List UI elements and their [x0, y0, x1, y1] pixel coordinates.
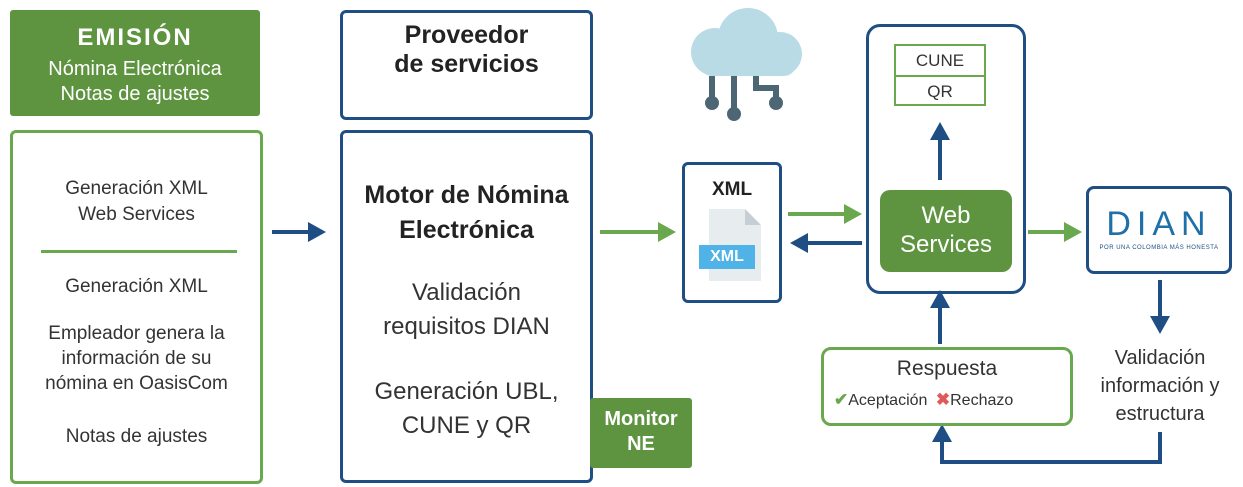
provider-box: Proveedor de servicios: [340, 10, 593, 120]
arrow-motor-to-xml: [600, 222, 676, 242]
response-title: Respuesta: [896, 357, 998, 380]
xml-file-icon: [699, 209, 761, 281]
emision-header: EMISIÓN Nómina Electrónica Notas de ajus…: [10, 10, 260, 116]
monitor-ne-badge: Monitor NE: [590, 398, 692, 468]
emision-box: Generación XML Web Services Generación X…: [10, 130, 263, 484]
provider-title-line-2: de servicios: [394, 50, 539, 78]
response-options: ✔Aceptación ✖Rechazo: [834, 390, 1064, 410]
emision-line-adjustment-notes: Notas de ajustes: [65, 426, 208, 447]
dian-logo-box: DIAN POR UNA COLOMBIA MÁS HONESTA: [1086, 186, 1232, 274]
emision-line-employer-3: nómina en OasisCom: [45, 373, 228, 394]
check-icon: ✔: [834, 390, 849, 409]
emision-line-web-services: Web Services: [78, 204, 195, 225]
monitor-line-1: Monitor: [604, 408, 678, 430]
cloud-icon: [691, 8, 802, 121]
dian-validation-line-1: Validación: [1114, 347, 1206, 369]
arrow-webservices-to-xml: [790, 233, 862, 253]
xml-box: XML XML: [682, 162, 782, 303]
monitor-line-2: NE: [627, 433, 655, 455]
emision-divider: [41, 250, 237, 253]
webservices-line-1: Web: [921, 202, 971, 229]
motor-validation-1: Validación: [412, 279, 521, 306]
dian-logo-text: DIAN: [1106, 205, 1212, 243]
provider-title: Proveedor de servicios: [343, 21, 590, 79]
motor-generation-1: Generación UBL,: [374, 378, 559, 405]
motor-box: Motor de Nómina Electrónica Validación r…: [340, 130, 593, 483]
emision-line-employer-1: Empleador genera la: [48, 323, 225, 344]
xml-title: XML: [711, 179, 753, 200]
emision-line-xml-generation-2: Generación XML: [65, 276, 208, 297]
emision-title: EMISIÓN: [77, 24, 193, 51]
provider-title-line-1: Proveedor: [404, 21, 529, 49]
dian-tagline: POR UNA COLOMBIA MÁS HONESTA: [1099, 245, 1219, 251]
arrow-dian-down: [1150, 280, 1170, 334]
arrow-emision-to-motor: [272, 222, 326, 242]
webservices-container: [866, 24, 1026, 294]
emision-line-employer-2: información de su: [61, 348, 212, 369]
motor-validation-2: requisitos DIAN: [383, 313, 550, 340]
arrow-xml-to-webservices: [788, 204, 862, 224]
motor-title-2: Electrónica: [399, 216, 534, 244]
qr-label: QR: [927, 82, 953, 101]
emision-subtitle-payroll: Nómina Electrónica: [48, 58, 222, 80]
motor-title-1: Motor de Nómina: [364, 181, 569, 209]
dian-validation-line-2: información y: [1100, 375, 1220, 397]
cune-qr-box: CUNE QR: [894, 44, 986, 106]
webservices-line-2: Services: [899, 231, 993, 258]
dian-validation-text: Validación información y estructura: [1085, 344, 1235, 428]
response-accept: Aceptación: [848, 392, 928, 409]
response-box: Respuesta ✔Aceptación ✖Rechazo: [821, 347, 1073, 426]
emision-subtitle-adjustments: Notas de ajustes: [60, 83, 210, 105]
xml-file-label: XML: [710, 248, 744, 265]
arrow-validation-to-response: [932, 424, 1162, 464]
cune-label: CUNE: [896, 46, 984, 77]
dian-validation-line-3: estructura: [1115, 403, 1205, 425]
response-reject: Rechazo: [950, 392, 1014, 409]
motor-generation-2: CUNE y QR: [401, 412, 532, 439]
arrow-response-to-webservices: [930, 290, 950, 344]
webservices-badge: Web Services: [880, 190, 1012, 272]
arrow-webservices-to-dian: [1028, 222, 1082, 242]
cross-icon: ✖: [935, 390, 951, 409]
emision-line-xml-generation: Generación XML: [65, 178, 208, 199]
